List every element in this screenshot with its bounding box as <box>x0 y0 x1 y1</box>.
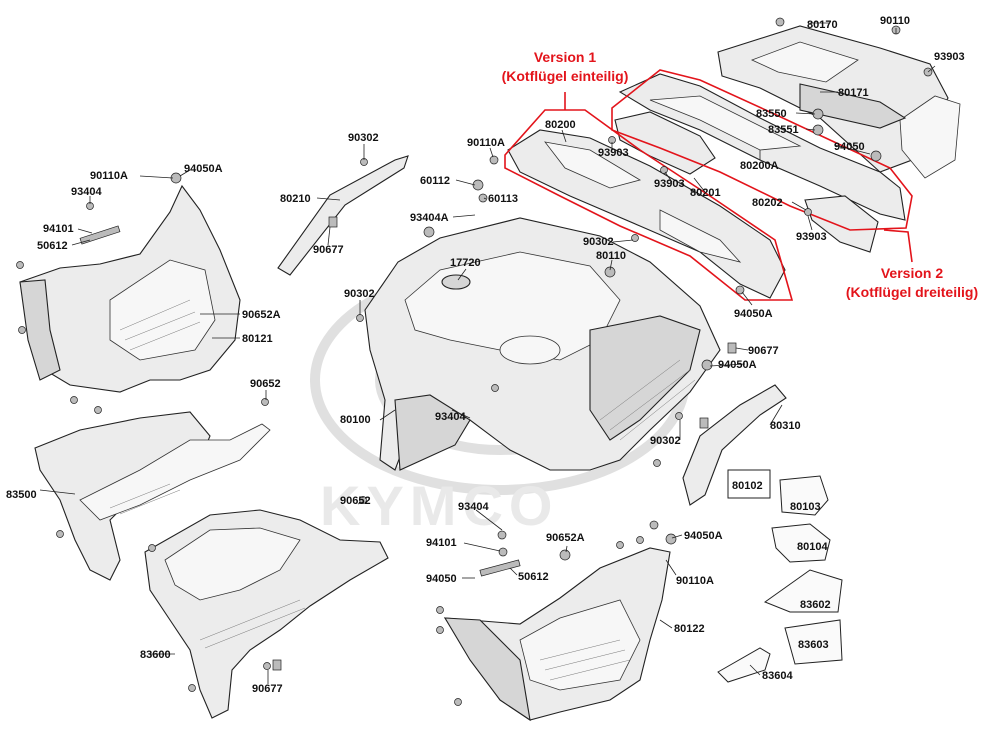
strip-80310 <box>682 384 787 506</box>
sticker-80104 <box>771 523 831 563</box>
label-93903-d: 93903 <box>598 147 629 159</box>
label-90652-b: 90652 <box>340 495 371 507</box>
part-labels: 80170 90110 93903 80171 83550 83551 9405… <box>6 15 965 695</box>
label-80122: 80122 <box>674 623 705 635</box>
label-90302-c: 90302 <box>344 288 375 300</box>
label-80210: 80210 <box>280 193 311 205</box>
sticker-80103 <box>779 475 829 516</box>
label-93903-b: 93903 <box>796 231 827 243</box>
label-83604: 83604 <box>762 670 793 682</box>
label-93404: 93404 <box>435 411 466 423</box>
label-93404-c: 93404 <box>458 501 489 513</box>
fender-version-2 <box>614 73 906 253</box>
hardware <box>16 17 933 706</box>
sticker-box-80102 <box>727 469 771 499</box>
label-50612: 50612 <box>37 240 68 252</box>
label-90110A-c: 90110A <box>676 575 714 587</box>
label-90652A: 90652A <box>242 309 281 321</box>
sticker-83603 <box>784 619 843 665</box>
version-2-subtitle: (Kotflügel dreiteilig) <box>846 284 978 300</box>
leader-lines <box>39 22 936 684</box>
label-93404-b: 93404 <box>71 186 102 198</box>
label-17720: 17720 <box>450 257 481 269</box>
side-panel-83600 <box>144 509 389 719</box>
label-80310: 80310 <box>770 420 801 432</box>
label-80104: 80104 <box>797 541 828 553</box>
label-83600: 83600 <box>140 649 171 661</box>
label-80121: 80121 <box>242 333 273 345</box>
label-80200: 80200 <box>545 119 576 131</box>
version-1-outline <box>504 109 794 301</box>
label-83500: 83500 <box>6 489 37 501</box>
sticker-83602 <box>763 569 843 613</box>
side-panel-83500 <box>34 411 271 581</box>
sticker-83604 <box>717 647 771 683</box>
label-90677-b: 90677 <box>748 345 779 357</box>
stickers <box>717 469 843 683</box>
label-94050A-c: 94050A <box>184 163 223 175</box>
label-50612-b: 50612 <box>518 571 549 583</box>
strip-80210 <box>277 155 409 276</box>
label-90110: 90110 <box>880 15 910 27</box>
label-93404A: 93404A <box>410 212 449 224</box>
label-94050-b: 94050 <box>426 573 457 585</box>
version-1-subtitle: (Kotflügel einteilig) <box>502 68 629 84</box>
label-80200A: 80200A <box>740 160 779 172</box>
label-90677-c: 90677 <box>252 683 283 695</box>
label-90677: 90677 <box>313 244 344 256</box>
label-80102: 80102 <box>732 480 763 492</box>
label-94050A-d: 94050A <box>684 530 723 542</box>
label-90652A-b: 90652A <box>546 532 585 544</box>
label-83550: 83550 <box>756 108 787 120</box>
label-94050A: 94050A <box>734 308 773 320</box>
label-83603: 83603 <box>798 639 829 651</box>
label-90302-d: 90302 <box>650 435 681 447</box>
label-94050: 94050 <box>834 141 865 153</box>
label-80110: 80110 <box>596 250 626 262</box>
watermark-text: KYMCO <box>320 474 558 537</box>
version-2-heading: Version 2 (Kotflügel dreiteilig) <box>846 265 978 300</box>
label-80103: 80103 <box>790 501 821 513</box>
label-80170: 80170 <box>807 19 838 31</box>
version-2-outline <box>611 69 913 231</box>
label-90110A: 90110A <box>467 137 505 149</box>
version-1-title: Version 1 <box>534 49 596 65</box>
version-2-title: Version 2 <box>881 265 943 281</box>
label-83602: 83602 <box>800 599 831 611</box>
label-93903: 93903 <box>934 51 965 63</box>
label-94101: 94101 <box>43 223 74 235</box>
label-80171: 80171 <box>838 87 869 99</box>
label-90652: 90652 <box>250 378 281 390</box>
footwell-80121 <box>19 184 241 393</box>
version-1-heading: Version 1 (Kotflügel einteilig) <box>502 49 629 84</box>
label-90110A-b: 90110A <box>90 170 128 182</box>
label-94101-b: 94101 <box>426 537 457 549</box>
rear-rack-80170 <box>717 25 961 179</box>
label-90302: 90302 <box>348 132 379 144</box>
label-94050A-b: 94050A <box>718 359 757 371</box>
fender-version-1 <box>507 129 786 299</box>
label-93903-c: 93903 <box>654 178 685 190</box>
label-90302-b: 90302 <box>583 236 614 248</box>
label-80201: 80201 <box>690 187 721 199</box>
footwell-80122 <box>443 547 671 722</box>
label-83551: 83551 <box>768 124 799 136</box>
label-60113: 60113 <box>488 193 518 205</box>
label-80100: 80100 <box>340 414 371 426</box>
label-60112: 60112 <box>420 175 450 187</box>
label-80202: 80202 <box>752 197 783 209</box>
